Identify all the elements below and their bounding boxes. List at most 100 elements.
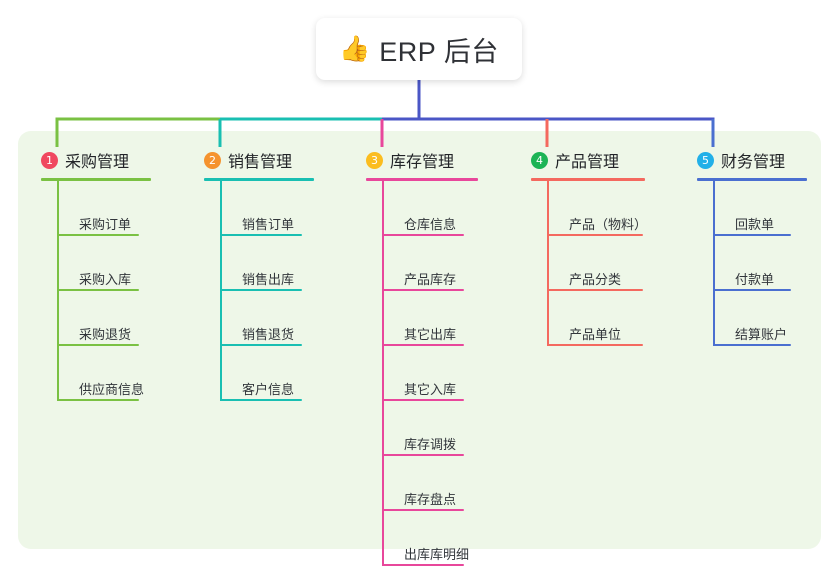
list-item-underline [57, 399, 139, 401]
list-item-underline [382, 509, 464, 511]
list-item-label: 出库库明细 [404, 547, 470, 562]
list-item-label: 销售订单 [242, 217, 295, 232]
branch-header-5[interactable]: 5 财务管理 [697, 148, 807, 172]
list-item[interactable]: 采购订单 [57, 181, 139, 236]
branch-column-3: 3 库存管理仓库信息产品库存其它出库其它入库库存调拨库存盘点出库库明细 [366, 148, 478, 566]
list-item-label: 仓库信息 [404, 217, 457, 232]
branch-header-2[interactable]: 2 销售管理 [204, 148, 314, 172]
branch-number-badge: 1 [41, 151, 58, 169]
branch-header-underline [366, 178, 478, 181]
branch-title: 产品管理 [555, 154, 620, 171]
branch-number-badge: 4 [531, 151, 548, 169]
list-item-label: 产品分类 [569, 272, 622, 287]
branch-item-list: 仓库信息产品库存其它出库其它入库库存调拨库存盘点出库库明细 [366, 181, 478, 566]
branch-spine [220, 181, 222, 401]
list-item-label: 库存调拨 [404, 437, 457, 452]
list-item-label: 客户信息 [242, 382, 295, 397]
list-item[interactable]: 仓库信息 [382, 181, 464, 236]
list-item-label: 销售出库 [242, 272, 295, 287]
list-item-underline [220, 399, 302, 401]
root-title: ERP 后台 [379, 36, 499, 67]
branch-spine [547, 181, 549, 346]
list-item[interactable]: 销售订单 [220, 181, 302, 236]
branch-item-list: 产品（物料） 产品分类产品单位 [531, 181, 647, 346]
list-item-underline [57, 234, 139, 236]
list-item-label: 采购退货 [79, 327, 132, 342]
list-item-underline [57, 289, 139, 291]
list-item[interactable]: 采购入库 [57, 236, 139, 291]
branch-number-badge: 2 [204, 151, 221, 169]
list-item-underline [382, 234, 464, 236]
branch-column-1: 1 采购管理采购订单采购入库采购退货供应商信息 [41, 148, 151, 401]
branch-title: 销售管理 [228, 154, 293, 171]
branch-number-badge: 5 [697, 151, 714, 169]
branch-header-underline [41, 178, 151, 181]
branch-column-2: 2 销售管理销售订单销售出库销售退货客户信息 [204, 148, 314, 401]
branch-spine [382, 181, 384, 566]
list-item-label: 产品库存 [404, 272, 457, 287]
list-item[interactable]: 回款单 [713, 181, 791, 236]
branch-item-list: 销售订单销售出库销售退货客户信息 [204, 181, 314, 401]
list-item-underline [547, 234, 643, 236]
diagram-panel [18, 131, 821, 549]
list-item-underline [713, 289, 791, 291]
list-item[interactable]: 其它出库 [382, 291, 464, 346]
list-item[interactable]: 销售出库 [220, 236, 302, 291]
list-item-underline [382, 399, 464, 401]
list-item-label: 产品（物料） [569, 217, 648, 232]
branch-column-4: 4 产品管理产品（物料） 产品分类产品单位 [531, 148, 647, 346]
list-item-label: 回款单 [735, 217, 775, 232]
list-item[interactable]: 产品单位 [547, 291, 643, 346]
branch-title: 库存管理 [390, 154, 455, 171]
list-item[interactable]: 产品库存 [382, 236, 464, 291]
branch-header-4[interactable]: 4 产品管理 [531, 148, 645, 172]
list-item-label: 其它出库 [404, 327, 457, 342]
list-item[interactable]: 库存调拨 [382, 401, 464, 456]
list-item-underline [57, 344, 139, 346]
list-item[interactable]: 结算账户 [713, 291, 791, 346]
list-item-underline [382, 564, 464, 566]
list-item-label: 产品单位 [569, 327, 622, 342]
branch-number-badge: 3 [366, 151, 383, 169]
list-item-underline [382, 344, 464, 346]
list-item-underline [382, 454, 464, 456]
list-item-underline [713, 234, 791, 236]
list-item[interactable]: 其它入库 [382, 346, 464, 401]
list-item[interactable]: 销售退货 [220, 291, 302, 346]
list-item[interactable]: 产品（物料） [547, 181, 647, 236]
list-item-label: 结算账户 [735, 327, 788, 342]
list-item[interactable]: 供应商信息 [57, 346, 144, 401]
list-item[interactable]: 产品分类 [547, 236, 643, 291]
branch-header-underline [697, 178, 807, 181]
list-item-label: 库存盘点 [404, 492, 457, 507]
list-item-underline [220, 289, 302, 291]
root-node[interactable]: 👍 ERP 后台 [316, 18, 522, 80]
branch-header-underline [204, 178, 314, 181]
branch-title: 采购管理 [65, 154, 130, 171]
list-item-label: 采购订单 [79, 217, 132, 232]
thumbs-up-emoji: 👍 [339, 34, 371, 63]
branch-title: 财务管理 [721, 154, 786, 171]
list-item-label: 其它入库 [404, 382, 457, 397]
list-item-underline [713, 344, 791, 346]
list-item[interactable]: 付款单 [713, 236, 791, 291]
list-item[interactable]: 采购退货 [57, 291, 139, 346]
branch-item-list: 回款单付款单结算账户 [697, 181, 807, 346]
list-item[interactable]: 客户信息 [220, 346, 302, 401]
list-item-underline [220, 344, 302, 346]
list-item-underline [547, 344, 643, 346]
list-item-label: 采购入库 [79, 272, 132, 287]
list-item-underline [547, 289, 643, 291]
branch-header-underline [531, 178, 645, 181]
branch-header-1[interactable]: 1 采购管理 [41, 148, 151, 172]
branch-header-3[interactable]: 3 库存管理 [366, 148, 478, 172]
list-item[interactable]: 出库库明细 [382, 511, 469, 566]
branch-spine [57, 181, 59, 401]
list-item[interactable]: 库存盘点 [382, 456, 464, 511]
branch-column-5: 5 财务管理回款单付款单结算账户 [697, 148, 807, 346]
list-item-label: 供应商信息 [79, 382, 145, 397]
list-item-label: 付款单 [735, 272, 775, 287]
list-item-underline [382, 289, 464, 291]
